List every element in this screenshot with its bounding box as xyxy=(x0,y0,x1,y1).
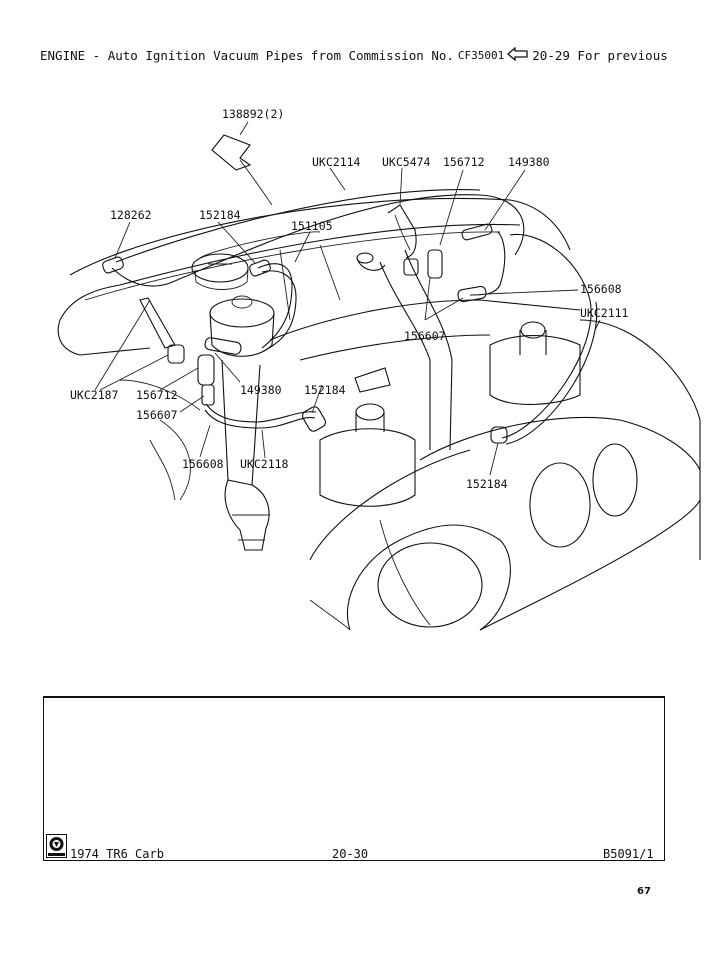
elbow-149380 xyxy=(204,337,242,355)
leyland-logo-icon xyxy=(46,834,67,858)
pipe-ukc2118 xyxy=(204,409,316,429)
label-156608-bottom: 156608 xyxy=(182,457,224,471)
label-128262: 128262 xyxy=(110,208,152,222)
label-156712-left: 156712 xyxy=(136,388,178,402)
label-ukc2114: UKC2114 xyxy=(312,155,361,169)
restrictor-156607 xyxy=(201,384,215,406)
clip-ukc5474 xyxy=(403,258,419,276)
label-156712-top: 156712 xyxy=(443,155,485,169)
page-number: 67 xyxy=(637,886,651,897)
tee-156712-top xyxy=(427,249,443,279)
label-151105: 151105 xyxy=(291,219,333,233)
clip-138892 xyxy=(211,134,252,171)
connector-128262 xyxy=(102,256,124,274)
valve-156608-top xyxy=(457,285,487,303)
pipe-ukc2114 xyxy=(111,194,525,287)
engine-illustration xyxy=(57,197,701,631)
bracket-ukc2187 xyxy=(139,297,176,349)
label-ukc5474: UKC5474 xyxy=(382,155,431,169)
see-reference-link[interactable]: 20-29 For previous xyxy=(532,48,668,63)
pipe-151105 xyxy=(257,263,293,349)
left-arrow-icon xyxy=(507,46,529,64)
elbow-152184-right xyxy=(490,426,508,444)
vacuum-pipes xyxy=(102,134,598,445)
label-ukc2118: UKC2118 xyxy=(240,457,289,471)
label-138892: 138892(2) xyxy=(222,107,284,121)
commission-number: CF35001 xyxy=(457,49,505,62)
elbow-152184 xyxy=(249,259,271,277)
label-156607-mid: 156607 xyxy=(404,329,446,343)
footer-model: 1974 TR6 Carb xyxy=(70,847,164,861)
label-ukc2187: UKC2187 xyxy=(70,388,119,402)
footer-page-ref: 20-30 xyxy=(332,847,369,861)
footer-code: B5091/1 xyxy=(603,847,654,861)
leader-lines xyxy=(94,121,601,476)
tee-156712 xyxy=(197,354,215,386)
label-156607-left: 156607 xyxy=(136,408,178,422)
pipe-ukc2111 xyxy=(501,233,592,439)
footer-box xyxy=(43,697,665,861)
label-149380-mid: 149380 xyxy=(240,383,282,397)
label-156608-right: 156608 xyxy=(580,282,622,296)
elbow-152184-mid xyxy=(301,406,327,432)
elbow-149380-top xyxy=(461,223,493,241)
label-152184-mid: 152184 xyxy=(304,383,346,397)
pipe-ukc2114-outer xyxy=(115,189,481,263)
label-149380-top: 149380 xyxy=(508,155,550,169)
label-152184-right: 152184 xyxy=(466,477,508,491)
pipe-ukc5474 xyxy=(469,231,506,296)
label-ukc2111: UKC2111 xyxy=(580,306,629,320)
page-header: ENGINE - Auto Ignition Vacuum Pipes from… xyxy=(40,46,668,64)
label-152184-top: 152184 xyxy=(199,208,241,222)
part-labels: 138892(2) UKC2114 UKC5474 156712 149380 … xyxy=(70,107,629,491)
header-title: ENGINE - Auto Ignition Vacuum Pipes from… xyxy=(40,48,454,63)
